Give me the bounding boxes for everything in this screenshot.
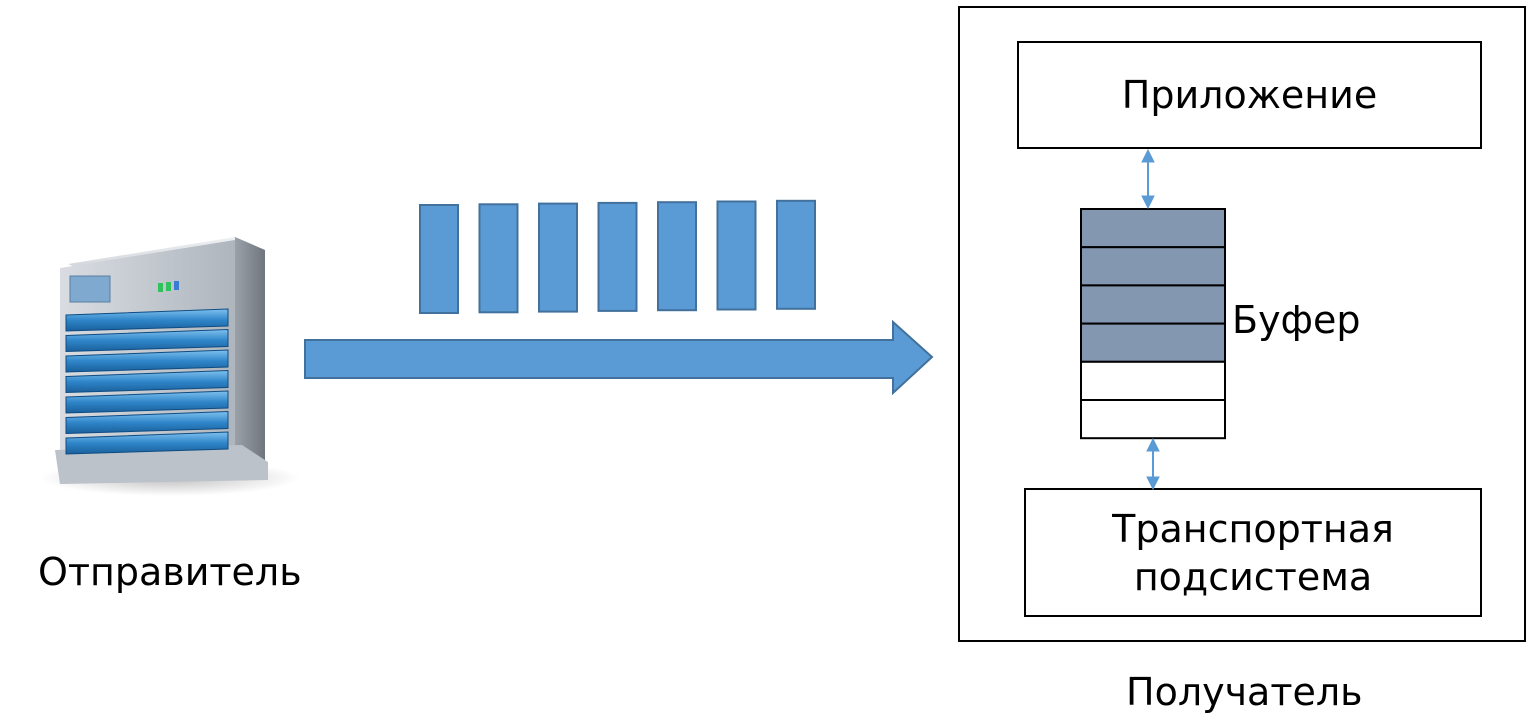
buffer-slot-filled [1080, 284, 1226, 325]
packet [538, 202, 578, 313]
packet [657, 201, 697, 312]
server-drive-bay [65, 431, 229, 455]
buffer-transport-link-arrow [1146, 437, 1160, 491]
transport-label: Транспортная подсистема [1025, 505, 1481, 601]
packet [419, 204, 459, 314]
server-drive-bay [65, 390, 229, 414]
packet [776, 199, 816, 310]
packet [597, 201, 638, 312]
transport-label-line1: Транспортная [1112, 507, 1394, 551]
data-flow-arrow [304, 319, 934, 396]
receiver-label: Получатель [1126, 670, 1363, 714]
packet [478, 203, 519, 314]
packet [716, 200, 757, 311]
application-box [1017, 41, 1482, 149]
buffer-slot-empty [1080, 399, 1226, 440]
server-drive-bay [65, 410, 229, 435]
application-label: Приложение [1121, 73, 1378, 117]
buffer-label: Буфер [1232, 298, 1361, 342]
server-drive-bay [65, 328, 229, 353]
server-drive-bay [65, 369, 229, 394]
packet-group [419, 199, 816, 314]
transport-box [1024, 488, 1482, 617]
server-drive-bay [65, 308, 229, 332]
server-icon [40, 237, 300, 496]
transport-label-line2: подсистема [1133, 555, 1373, 599]
buffer-slot-filled [1080, 246, 1226, 287]
receiver-frame [958, 6, 1526, 642]
buffer [1080, 208, 1226, 440]
buffer-slot-empty [1080, 360, 1226, 401]
buffer-slot-filled [1080, 322, 1226, 363]
server-drive-bay [65, 349, 229, 373]
sender-label: Отправитель [38, 550, 302, 594]
buffer-slot-filled [1080, 208, 1226, 249]
app-buffer-link-arrow [1141, 148, 1155, 210]
